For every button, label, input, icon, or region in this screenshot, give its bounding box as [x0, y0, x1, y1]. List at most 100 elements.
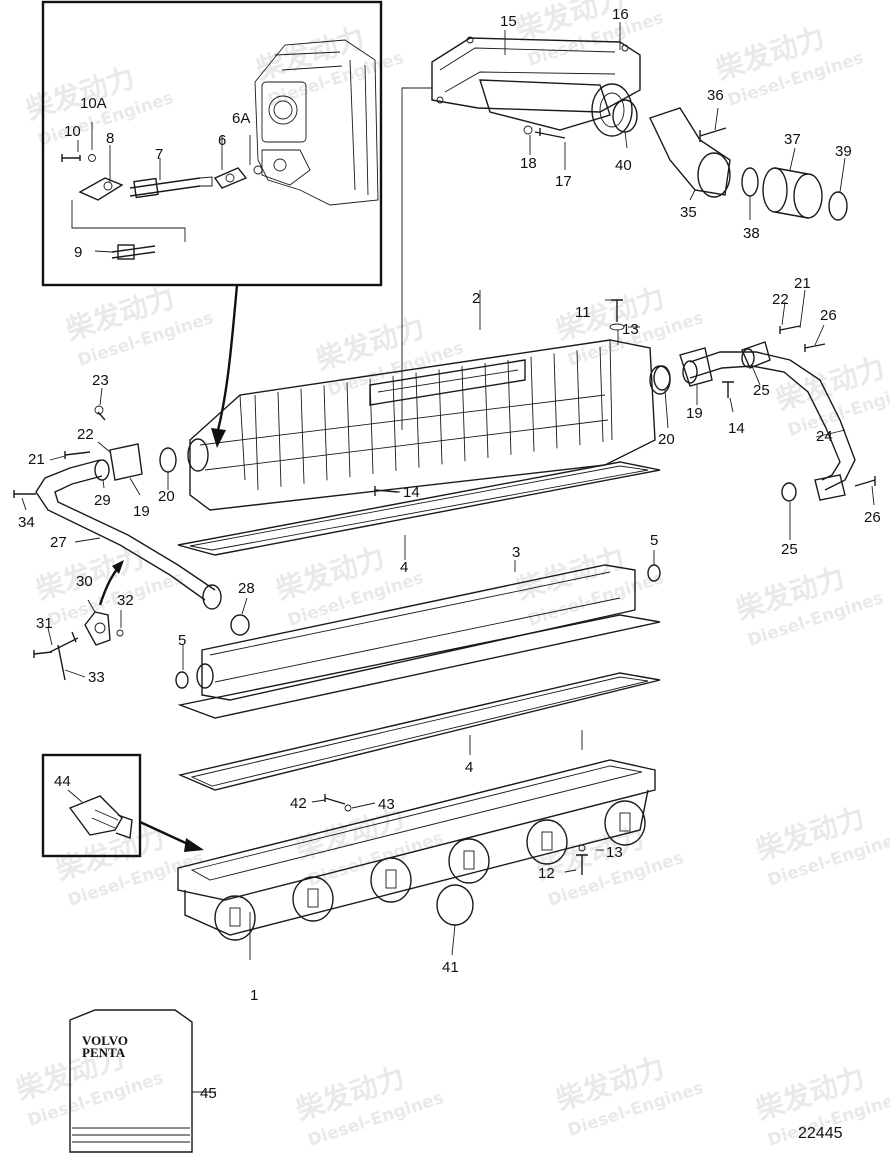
washer-5-left	[175, 671, 189, 689]
reference-number: 22445	[798, 1125, 843, 1142]
housing-rib	[392, 375, 397, 471]
callout-35: 35	[680, 204, 697, 221]
manual-book: VOLVO PENTA	[69, 1009, 193, 1153]
sleeve-37	[762, 167, 823, 219]
callout-11: 11	[575, 304, 591, 321]
manifold-port-slot	[619, 812, 631, 832]
manifold-port-slot	[229, 907, 241, 927]
housing-rib	[415, 372, 420, 468]
manifold-port	[448, 838, 490, 884]
housing-rib	[369, 378, 374, 475]
ring-39	[828, 191, 848, 221]
callout-33: 33	[88, 669, 105, 686]
elbow-35	[649, 107, 731, 198]
housing-rib	[346, 382, 351, 478]
gasket-upper	[177, 461, 661, 556]
callout-25: 25	[753, 382, 770, 399]
callout-12: 12	[538, 865, 555, 882]
callout-20: 20	[158, 488, 175, 505]
flange-right-top	[741, 341, 771, 369]
elbow-housing	[431, 36, 641, 137]
housing-rib	[461, 366, 466, 462]
callout-7: 7	[155, 146, 163, 163]
callout-16: 16	[612, 6, 629, 23]
callout-14: 14	[403, 484, 420, 501]
housing-rib	[553, 353, 558, 449]
manifold-port-slot	[541, 831, 553, 851]
bolt-12	[576, 854, 588, 875]
callout-26: 26	[864, 509, 881, 526]
callout-42: 42	[290, 795, 307, 812]
inset-connector	[78, 177, 124, 201]
callout-26: 26	[820, 307, 837, 324]
pipe-24	[689, 351, 856, 491]
callout-13: 13	[606, 844, 623, 861]
inset-flange	[213, 167, 248, 189]
flange-right-bottom	[814, 474, 846, 501]
callout-39: 39	[835, 143, 852, 160]
callout-27: 27	[50, 534, 67, 551]
lower-manifold	[177, 759, 656, 936]
inset-arrow-head	[211, 428, 226, 448]
manifold-port	[526, 819, 568, 865]
callout-5: 5	[178, 632, 186, 649]
housing-rib	[323, 385, 328, 481]
callout-4: 4	[400, 559, 408, 576]
inset-rod	[129, 176, 213, 199]
bolt-21-left	[64, 451, 91, 459]
housing-rib	[599, 346, 604, 443]
callout-22: 22	[772, 291, 789, 308]
sensor-inset-box	[41, 753, 142, 858]
watermark-layer: 柴发动力Diesel-Engines柴发动力Diesel-Engines柴发动力…	[12, 0, 890, 1151]
bolt-14-right	[722, 381, 734, 398]
svg-text:PENTA: PENTA	[82, 1045, 126, 1060]
bolt-14-left	[374, 486, 399, 496]
gasket-lower	[177, 672, 661, 791]
oring-29	[94, 459, 110, 481]
callout-10a: 10A	[80, 95, 107, 112]
callout-29: 29	[94, 492, 111, 509]
bolt-26-right	[804, 343, 826, 352]
housing-rib	[438, 369, 443, 465]
manifold-port	[370, 857, 412, 903]
housing-rib	[277, 391, 282, 487]
manifold-port	[292, 876, 334, 922]
callout-6: 6	[218, 132, 226, 149]
bolt-31	[33, 650, 53, 658]
bolt-11	[611, 299, 623, 322]
manifold-port-slot	[307, 888, 319, 908]
manifold-port-slot	[385, 869, 397, 889]
manual-brand-label: VOLVO	[82, 1033, 128, 1048]
callout-17: 17	[555, 173, 572, 190]
oring-20-right	[653, 365, 671, 391]
leader-lines	[21, 22, 875, 1093]
housing-port-left	[187, 438, 209, 472]
callout-14: 14	[728, 420, 745, 437]
callout-24: 24	[816, 428, 833, 445]
callout-44: 44	[54, 773, 71, 790]
callout-15: 15	[500, 13, 517, 30]
callout-45: 45	[200, 1085, 217, 1102]
callout-8: 8	[106, 130, 114, 147]
bracket-33	[49, 631, 79, 681]
callout-4: 4	[465, 759, 473, 776]
housing-rib	[530, 356, 535, 452]
callout-21: 21	[794, 275, 811, 292]
callout-22: 22	[77, 426, 94, 443]
ring-38	[741, 167, 759, 197]
callout-25: 25	[781, 541, 798, 558]
bolt-42	[324, 794, 346, 805]
callout-1: 1	[250, 987, 258, 1004]
callout-20: 20	[658, 431, 675, 448]
bolt-21-right	[779, 325, 801, 334]
callout-21: 21	[28, 451, 45, 468]
manifold-port	[214, 895, 256, 941]
bolt-26-lower	[854, 476, 876, 487]
housing-rib	[507, 359, 512, 455]
callout-34: 34	[18, 514, 35, 531]
inset-bolt	[61, 154, 81, 162]
callout-32: 32	[117, 592, 134, 609]
callout-19: 19	[686, 405, 703, 422]
cooler-core	[177, 564, 661, 719]
